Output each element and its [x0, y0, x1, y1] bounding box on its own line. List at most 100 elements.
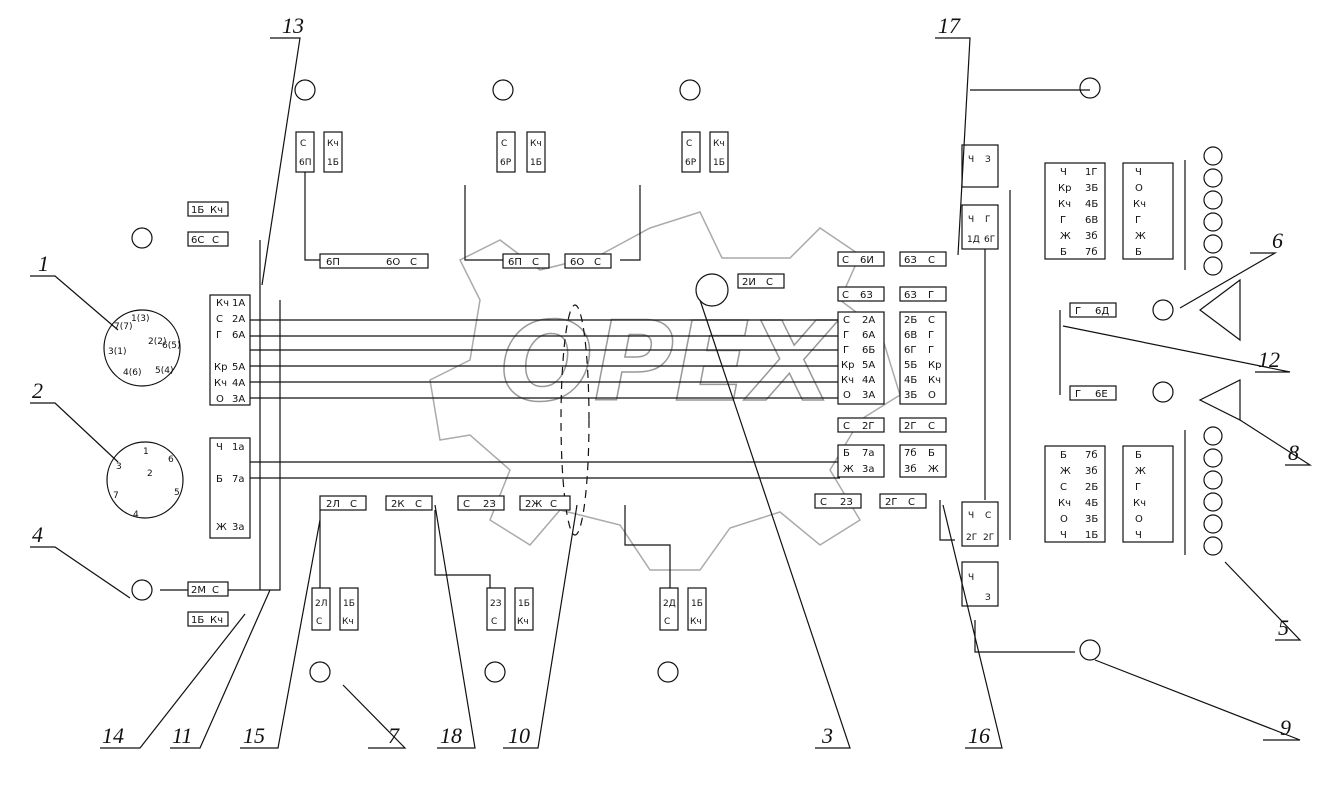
vconn-17-a: 2Д: [663, 599, 676, 609]
conn-61-a: Г: [1075, 389, 1081, 400]
conn-52-c: Кч: [1133, 199, 1146, 210]
conn-59-c: Г: [1135, 482, 1141, 493]
conn-19-b: 2З: [483, 499, 496, 510]
conn-5-a: Кч: [214, 378, 227, 389]
conn-18-a: 2К: [391, 499, 404, 510]
conn-12-b: С: [212, 585, 219, 596]
callout-17: 17: [938, 13, 961, 38]
vconn-11-b: 2Г: [983, 533, 994, 543]
s1-pin-7: 7(7): [114, 322, 132, 332]
vconn-5-b: 6Р: [685, 158, 697, 168]
conn-10-a: 1Б: [191, 205, 204, 216]
conn-40-a: С: [843, 421, 850, 432]
s2-pin-3: 3: [116, 462, 122, 472]
callout-1: 1: [38, 251, 49, 276]
s2-pin-5: 5: [174, 488, 180, 498]
conn-39-b: О: [928, 390, 936, 401]
conn-52-b: О: [1135, 183, 1143, 194]
s2-pin-1: 1: [143, 447, 149, 457]
lamps: [131, 77, 1223, 683]
s2-pin-4: 4: [133, 510, 139, 520]
conn-52-d: Г: [1135, 215, 1141, 226]
callout-4: 4: [32, 522, 43, 547]
conn-46-b: 1Г: [1085, 167, 1097, 178]
conn-48-a: Кч: [1058, 199, 1071, 210]
conn-33-b: 3А: [862, 390, 875, 401]
vconn-13-b: С: [316, 617, 322, 627]
conn-54-b: 3б: [1085, 466, 1098, 477]
conn-23-b: С: [766, 277, 773, 288]
conn-16-a: 6О: [570, 257, 584, 268]
conn-40-b: 2Г: [862, 421, 874, 432]
callout-3: 3: [821, 723, 833, 748]
conn-47-a: Кр: [1058, 183, 1071, 194]
vconn-9-b: 6Г: [984, 235, 995, 245]
conn-39-a: 3Б: [904, 390, 917, 401]
vconn-10-b: С: [985, 511, 991, 521]
conn-48-b: 4Б: [1085, 199, 1098, 210]
conn-28-b: 2А: [862, 315, 875, 326]
conn-61-b: 6Е: [1095, 389, 1108, 400]
conn-43-a: Ж: [843, 464, 854, 475]
conn-30-a: Г: [843, 345, 849, 356]
vconn-14-b: Кч: [342, 617, 354, 627]
conn-29-a: Г: [843, 330, 849, 341]
conn-50-a: Ж: [1060, 231, 1071, 242]
conn-52-a: Ч: [1135, 167, 1142, 178]
conn-55-a: С: [1060, 482, 1067, 493]
conn-5-b: 4А: [232, 378, 245, 389]
conn-59-d: Кч: [1133, 498, 1146, 509]
vconn-17-b: С: [664, 617, 670, 627]
conn-56-b: 4Б: [1085, 498, 1098, 509]
conn-25-b: С: [928, 255, 935, 266]
conn-18-b: С: [415, 499, 422, 510]
conn-57-a: О: [1060, 514, 1068, 525]
callout-2: 2: [32, 378, 43, 403]
conn-23-a: 2И: [742, 277, 756, 288]
conn-19-a: С: [463, 499, 470, 510]
conn-14-b: 6О: [386, 257, 400, 268]
conn-38-a: 4Б: [904, 375, 917, 386]
conn-15-b: С: [532, 257, 539, 268]
conn-7-b: 1а: [232, 442, 245, 453]
vconn-1-b: 6П: [299, 158, 312, 168]
conn-11-b: С: [212, 235, 219, 246]
vconn-13-a: 2Л: [315, 599, 328, 609]
conn-41-b: С: [928, 421, 935, 432]
vconn-9-a: Г: [985, 215, 991, 225]
conn-54-a: Ж: [1060, 466, 1071, 477]
vconn-15-b: С: [491, 617, 497, 627]
vconn-10-a: Ч: [968, 511, 974, 521]
vconn-16-a: 1Б: [518, 599, 530, 609]
conn-24-a: С: [842, 255, 849, 266]
vconn-1-a: С: [300, 139, 306, 149]
conn-17-a: 2Л: [326, 499, 340, 510]
conn-49-b: 6В: [1085, 215, 1098, 226]
conn-36-b: Г: [928, 345, 934, 356]
conn-13-a: 1Б: [191, 615, 204, 626]
conn-9-b: 3а: [232, 522, 245, 533]
conn-12-a: 2М: [191, 585, 206, 596]
callout-13: 13: [282, 13, 304, 38]
conn-1-a: Кч: [216, 298, 229, 309]
s1-pin-6: 6(5): [162, 341, 180, 351]
vconn-4-a: Кч: [530, 139, 542, 149]
conn-30-b: 6Б: [862, 345, 875, 356]
conn-52-f: Б: [1135, 247, 1142, 258]
conn-43-b: 3а: [862, 464, 875, 475]
conn-26-a: С: [842, 290, 849, 301]
conn-27-b: Г: [928, 290, 934, 301]
conn-20-b: С: [550, 499, 557, 510]
vconn-8-b: 1Д: [967, 235, 980, 245]
conn-32-a: Кч: [841, 375, 854, 386]
conn-2-a: С: [216, 314, 223, 325]
s2-pin-2: 2: [147, 469, 153, 479]
conn-53-b: 7б: [1085, 450, 1098, 461]
conn-50-b: 3б: [1085, 231, 1098, 242]
s1-pin-1: 1(3): [131, 314, 149, 324]
conn-20-a: 2Ж: [525, 499, 542, 510]
callout-9: 9: [1280, 715, 1291, 740]
socket-2-pins: 1 2 3 4 5 6 7: [113, 447, 180, 520]
watermark: OPEX: [429, 211, 901, 571]
